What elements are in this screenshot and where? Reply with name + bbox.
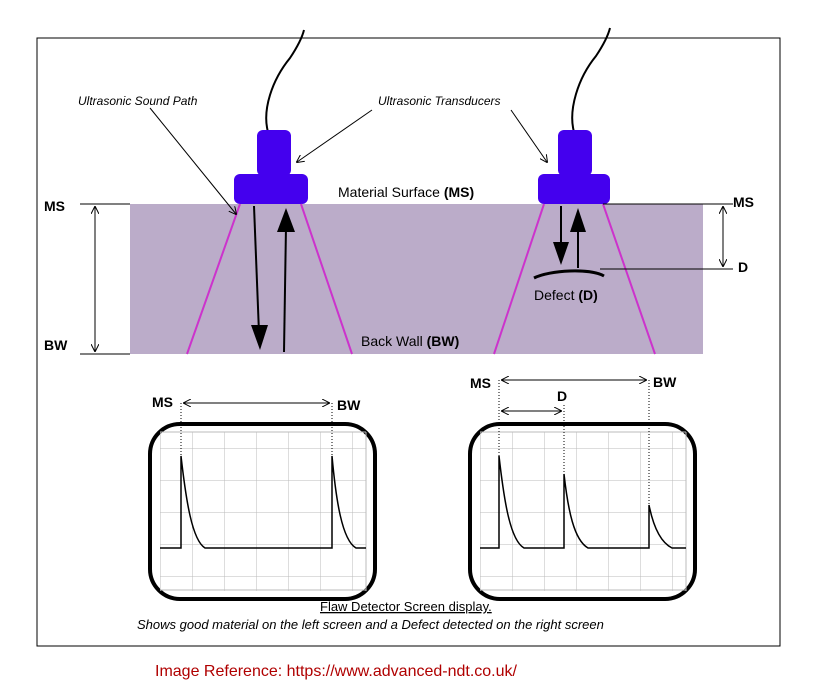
- beam-right-outer-2: [602, 203, 656, 355]
- flaw-detector-screen-right: [468, 422, 697, 601]
- screen-right-d-label: D: [557, 388, 567, 404]
- a-scan-trace-left: [160, 455, 366, 549]
- screen-right-bw-label: BW: [653, 374, 677, 390]
- flaw-detector-screen-left: [148, 422, 377, 601]
- transducer-icon: [538, 27, 611, 204]
- back-wall-label: Back Wall (BW): [361, 333, 459, 349]
- sound-path-pointer: [149, 107, 236, 214]
- sound-path-up-head: [277, 208, 295, 232]
- caption-line-2: Shows good material on the left screen a…: [137, 617, 604, 632]
- transducer-icon: [234, 29, 308, 204]
- a-scan-trace-right: [480, 455, 686, 549]
- defect-label: Defect (D): [534, 287, 598, 303]
- defect-flaw: [533, 269, 605, 280]
- sound-path-label: Ultrasonic Sound Path: [78, 94, 198, 108]
- material-block: [130, 204, 703, 354]
- defect-path-up-head: [570, 208, 586, 232]
- transducers-label: Ultrasonic Transducers: [378, 94, 500, 108]
- sound-path-down: [253, 205, 260, 334]
- screen-left-bw-label: BW: [337, 397, 361, 413]
- screen-left-ms-label: MS: [152, 394, 173, 410]
- sound-path-down-head: [251, 325, 268, 350]
- beam-right-outer-1: [493, 203, 545, 355]
- screen-right-ms-label: MS: [470, 375, 491, 391]
- ms-right-label: MS: [733, 194, 754, 210]
- defect-path-down-head: [553, 242, 569, 265]
- transducer-cable: [571, 27, 611, 133]
- material-surface-label: Material Surface (MS): [338, 184, 474, 200]
- transducers-pointer-right: [510, 109, 547, 162]
- bw-left-label: BW: [44, 337, 68, 353]
- beam-left-outer-1: [186, 203, 241, 355]
- beam-left-outer-2: [300, 203, 353, 355]
- sound-path-up: [283, 225, 287, 353]
- d-right-label: D: [738, 259, 748, 275]
- ms-left-label: MS: [44, 198, 65, 214]
- transducers-pointer-left: [297, 109, 373, 162]
- caption-line-1: Flaw Detector Screen display.: [320, 599, 492, 614]
- transducer-cable: [265, 29, 305, 133]
- image-reference: Image Reference: https://www.advanced-nd…: [155, 663, 518, 680]
